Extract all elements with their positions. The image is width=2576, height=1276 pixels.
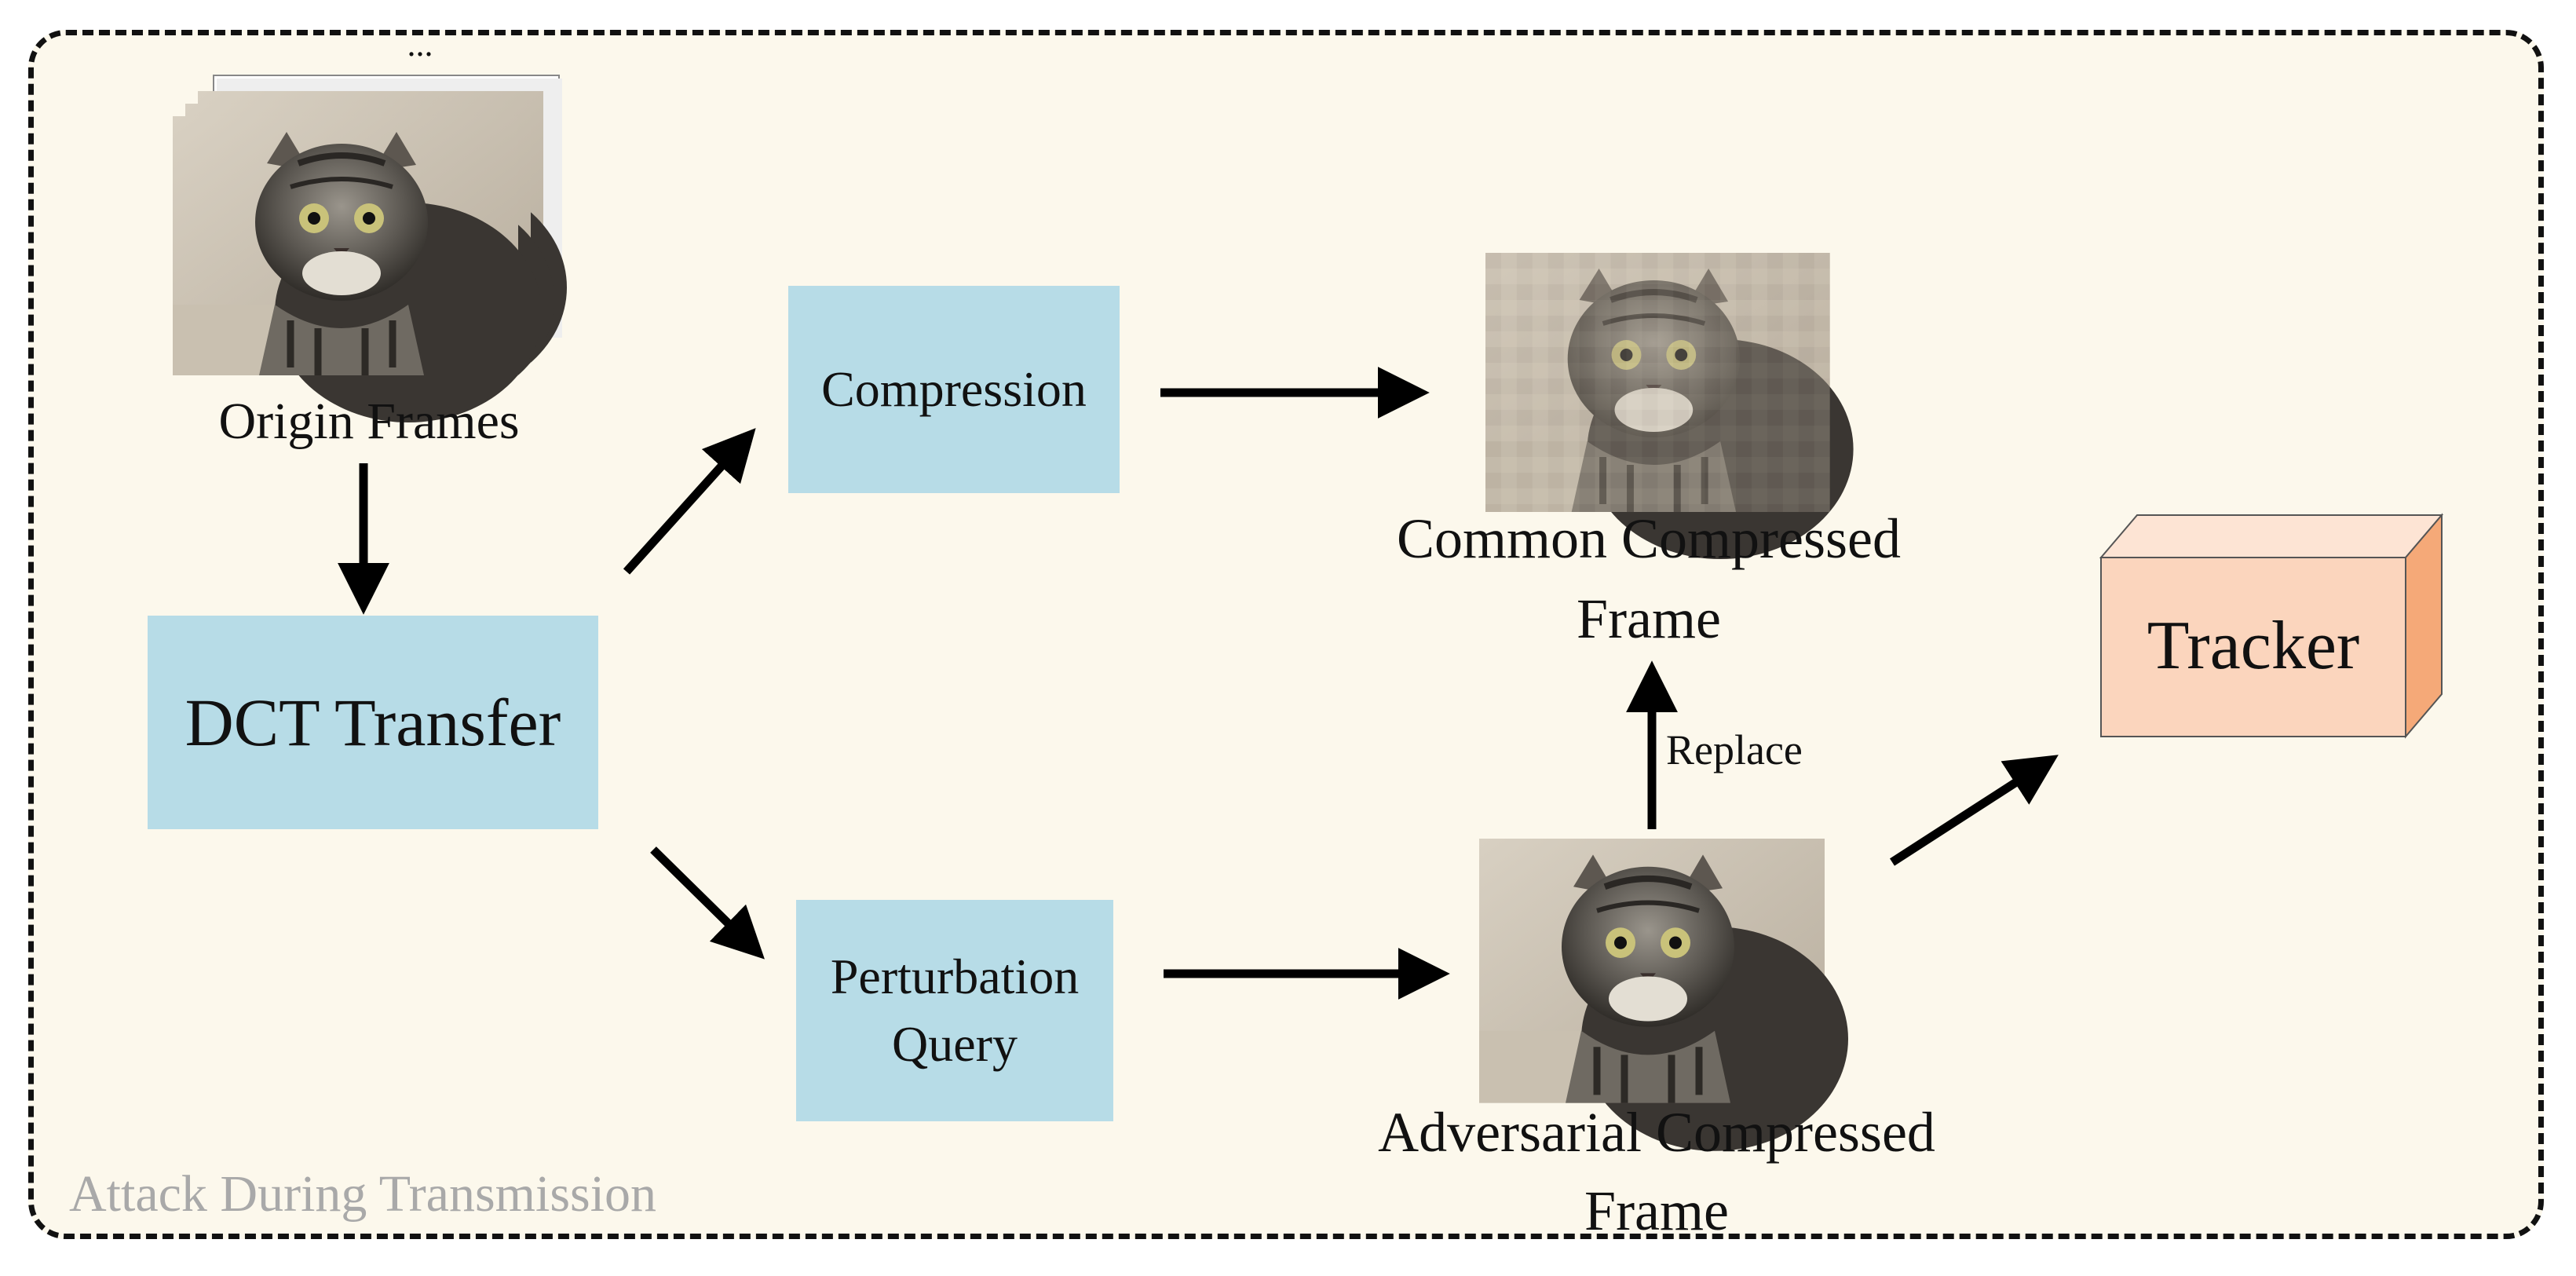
adversarial-frame-label-line2: Frame [1584, 1179, 1729, 1242]
compression-box: Compression [788, 286, 1120, 493]
origin-frames-label: Origin Frames [218, 393, 520, 450]
arrow-adversarial-to-tracker [1890, 755, 2059, 866]
replace-label: Replace [1666, 726, 1803, 773]
adversarial-frame-label-line1: Adversarial Compressed [1378, 1101, 1935, 1164]
dct-transfer-box: DCT Transfer [148, 616, 598, 829]
arrow-dct-to-compression [623, 428, 756, 575]
perturbation-query-box: Perturbation Query [796, 900, 1113, 1121]
tracker-label: Tracker [2147, 608, 2360, 684]
common-frame-label-line2: Frame [1577, 587, 1721, 650]
perturbation-label-line1: Perturbation [830, 948, 1080, 1004]
arrow-dct-to-perturbation [650, 846, 765, 960]
common-frame-label-line1: Common Compressed [1397, 507, 1901, 570]
frames-ellipsis: ... [407, 25, 433, 64]
panel-label: Attack During Transmission [69, 1165, 657, 1223]
perturbation-label-line2: Query [892, 1016, 1018, 1072]
compression-label: Compression [821, 360, 1087, 417]
dct-transfer-label: DCT Transfer [185, 684, 561, 760]
